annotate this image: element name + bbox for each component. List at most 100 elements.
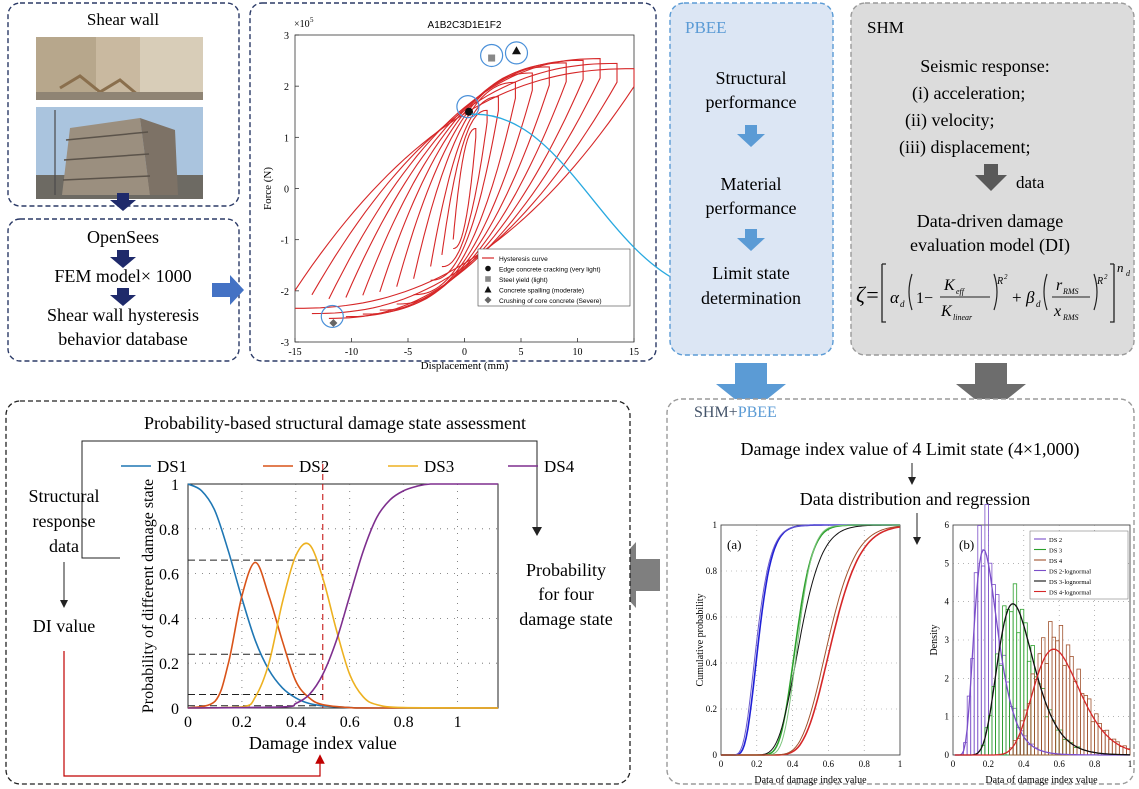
pdf-y-tick: 4 xyxy=(945,597,950,607)
prob-y-tick: 0.4 xyxy=(159,611,179,628)
y-tick-label: -1 xyxy=(281,236,289,247)
svg-text:K: K xyxy=(943,277,956,294)
pdf-lognormal-curve xyxy=(954,548,1130,756)
down-arrow-icon xyxy=(716,363,786,412)
prob-xlabel: Damage index value xyxy=(249,733,397,753)
x-tick-label: -5 xyxy=(404,347,412,358)
highlight-circle xyxy=(504,41,529,65)
pdf-y-tick: 3 xyxy=(945,635,950,645)
pdf-y-tick: 1 xyxy=(945,712,950,722)
data-distribution-regression: Data distribution and regression xyxy=(800,489,1030,509)
shear-wall-title: Shear wall xyxy=(87,10,160,29)
material-performance-line2: performance xyxy=(706,198,797,218)
pdf-x-tick: 0 xyxy=(951,759,956,769)
for-four-label: for four xyxy=(538,584,593,604)
prob-legend-entry: DS4 xyxy=(544,457,575,476)
flow-bracket-line xyxy=(81,440,538,559)
highlight-circle xyxy=(320,304,344,329)
prob-x-tick: 1 xyxy=(454,714,462,731)
hysteresis-ylabel: Force (N) xyxy=(262,167,274,210)
pdf-x-tick: 1 xyxy=(1128,759,1133,769)
di-value-label: DI value xyxy=(33,616,95,636)
prob-legend-entry: DS3 xyxy=(424,457,454,476)
legend-dot xyxy=(485,265,491,272)
right-arrow-icon xyxy=(212,275,244,305)
pdf-x-tick: 0.8 xyxy=(1089,759,1101,769)
pdf-legend-entry: DS 2 xyxy=(1049,537,1062,544)
pdf-legend-entry: DS 3-lognormal xyxy=(1049,579,1091,586)
y-tick-label: -3 xyxy=(281,338,289,349)
pdf-ylabel: Density xyxy=(929,624,940,655)
legend-triangle xyxy=(484,286,492,293)
pdf-legend-entry: DS 3 xyxy=(1049,548,1062,555)
response-velocity: (ii) velocity; xyxy=(905,110,994,131)
limit-state-line2: determination xyxy=(701,288,801,308)
prob-x-tick: 0 xyxy=(184,714,192,731)
left-arrow-icon xyxy=(606,542,660,608)
prob-series-ds3 xyxy=(187,542,499,709)
shm-pbee-title: SHM+PBEE xyxy=(694,404,777,421)
x-tick-label: 15 xyxy=(629,347,639,358)
x-tick-label: 10 xyxy=(573,347,583,358)
hysteresis-legend xyxy=(477,248,631,307)
y-tick-label: 2 xyxy=(284,82,289,93)
prob-x-tick: 0.6 xyxy=(340,714,360,731)
pdf-legend xyxy=(1029,530,1129,600)
cdf-x-tick: 0.4 xyxy=(787,759,799,769)
shm-title: SHM xyxy=(867,18,904,37)
prob-series-ds2 xyxy=(187,561,498,709)
prob-y-tick: 0.2 xyxy=(159,656,179,673)
x-tick-label: -15 xyxy=(288,347,301,358)
pdf-xlabel: Data of damage index value xyxy=(985,775,1098,786)
svg-text:ζ=: ζ= xyxy=(856,282,880,307)
svg-text:K: K xyxy=(940,303,953,320)
down-arrow-icon xyxy=(110,288,136,306)
prob-y-tick: 0.8 xyxy=(159,522,179,539)
pdf-y-tick: 5 xyxy=(945,558,950,568)
y-tick-label: 1 xyxy=(284,133,289,144)
model-line2: evaluation model (DI) xyxy=(910,235,1070,256)
prob-legend-entry: DS2 xyxy=(299,457,329,476)
x-tick-label: -10 xyxy=(345,347,358,358)
svg-text:d: d xyxy=(1126,269,1131,278)
cdf-empirical xyxy=(721,525,901,756)
prob-ylabel: Probability of different damage state xyxy=(140,479,157,713)
structural-label: Structural xyxy=(29,486,100,506)
hysteresis-loop xyxy=(441,109,488,268)
down-arrow-icon xyxy=(737,125,765,147)
svg-text:x: x xyxy=(1053,303,1061,320)
x-tick-label: 5 xyxy=(519,347,524,358)
svg-text:r: r xyxy=(1056,277,1063,294)
cdf-y-tick: 0.4 xyxy=(706,658,718,668)
damage-index-4-limit-state: Damage index value of 4 Limit state (4×1… xyxy=(740,439,1079,460)
model-line1: Data-driven damage xyxy=(917,211,1063,231)
prob-legend-entry: DS1 xyxy=(157,457,187,476)
y-tick-label: -2 xyxy=(281,287,289,298)
probability-label: Probability xyxy=(526,560,606,580)
hysteresis-loop xyxy=(311,62,618,315)
svg-text:RMS: RMS xyxy=(1062,313,1079,322)
pdf-y-tick: 0 xyxy=(945,750,950,760)
damage-state-label: damage state xyxy=(519,609,612,629)
y-exponent-label: ×10 xyxy=(294,19,310,30)
hysteresis-loop xyxy=(430,96,499,281)
hysteresis-title: A1B2C3D1E1F2 xyxy=(428,20,502,31)
data-label: data xyxy=(1016,173,1045,192)
steel-yield-marker xyxy=(488,54,496,62)
highlight-circle xyxy=(480,43,504,68)
prob-series-ds4 xyxy=(187,483,498,709)
crushing-marker xyxy=(329,318,338,327)
assessment-title: Probability-based structural damage stat… xyxy=(144,413,526,433)
pdf-legend-entry: DS 4-lognormal xyxy=(1049,590,1091,597)
pdf-legend-entry: DS 2-lognormal xyxy=(1049,569,1091,576)
cdf-y-tick: 0.8 xyxy=(706,566,718,576)
cdf-xlabel: Data of damage index value xyxy=(754,775,867,786)
svg-text:d: d xyxy=(900,299,905,309)
cdf-y-tick: 0 xyxy=(713,750,718,760)
legend-diamond xyxy=(484,296,492,304)
prob-y-tick: 0.6 xyxy=(159,567,179,584)
pdf-lognormal-curve xyxy=(954,603,1130,756)
